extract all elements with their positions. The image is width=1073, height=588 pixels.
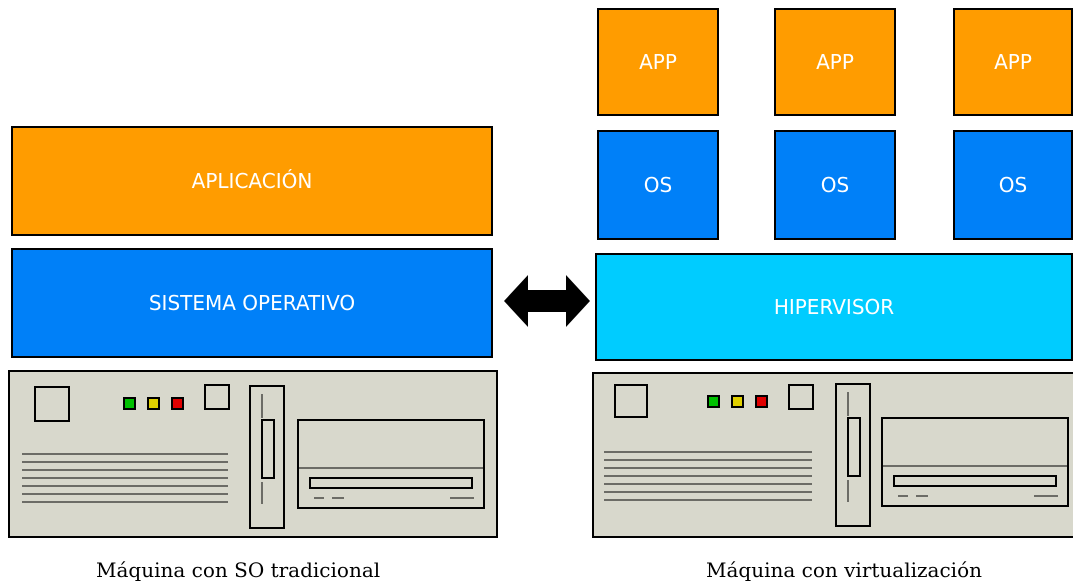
app-label-1: APP xyxy=(639,50,677,74)
virtualized-machine-caption: Máquina con virtualización xyxy=(706,558,982,582)
led-red-icon xyxy=(755,395,768,408)
os-box-3: OS xyxy=(953,130,1073,240)
operating-system-layer: SISTEMA OPERATIVO xyxy=(11,248,493,358)
led-green-icon xyxy=(707,395,720,408)
app-box-3: APP xyxy=(953,8,1073,116)
os-box-2: OS xyxy=(774,130,896,240)
led-yellow-icon xyxy=(147,397,160,410)
os-label-3: OS xyxy=(998,173,1028,197)
os-label-2: OS xyxy=(820,173,850,197)
double-arrow-icon xyxy=(504,275,590,327)
led-red-icon xyxy=(171,397,184,410)
app-box-2: APP xyxy=(774,8,896,116)
app-label-2: APP xyxy=(816,50,854,74)
hypervisor-layer: HIPERVISOR xyxy=(595,253,1073,361)
hypervisor-label: HIPERVISOR xyxy=(773,295,895,319)
os-box-1: OS xyxy=(597,130,719,240)
os-label-1: OS xyxy=(643,173,673,197)
server-machine-icon xyxy=(8,370,498,538)
operating-system-label: SISTEMA OPERATIVO xyxy=(148,291,356,315)
server-machine-icon xyxy=(592,372,1073,538)
led-yellow-icon xyxy=(731,395,744,408)
app-label-3: APP xyxy=(994,50,1032,74)
app-box-1: APP xyxy=(597,8,719,116)
application-label: APLICACIÓN xyxy=(191,169,313,193)
application-layer: APLICACIÓN xyxy=(11,126,493,236)
traditional-machine-caption: Máquina con SO tradicional xyxy=(96,558,381,582)
led-green-icon xyxy=(123,397,136,410)
